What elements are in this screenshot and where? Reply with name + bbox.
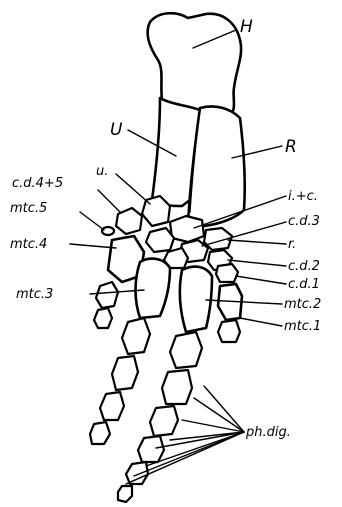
leader-ulnare: [116, 174, 150, 204]
phalanx-digit3-4: [90, 422, 110, 444]
phalanx-digit4-2: [94, 308, 112, 328]
label-cd1: c.d.1: [288, 277, 320, 292]
phalanx-digit2-4: [138, 436, 164, 462]
phalanx-digit4-1: [96, 282, 118, 308]
leader-mtc4: [70, 244, 116, 248]
leader-cd45: [98, 190, 120, 212]
label-cd45: c.d.4+5: [12, 176, 63, 191]
label-humerus: H: [240, 17, 253, 37]
phalanx-digit2-3: [150, 406, 178, 436]
phalanx-digit3-3: [100, 392, 124, 420]
radius-bone: [188, 106, 245, 226]
intermedium-centrale-bone: [170, 216, 204, 242]
label-cd3: c.d.3: [288, 214, 320, 229]
label-radius: R: [285, 137, 297, 157]
label-mtc1: mtc.1: [284, 319, 321, 334]
phalanx-digit2-2: [162, 370, 192, 404]
phalanx-digit3-2: [112, 356, 138, 390]
label-r: r.: [288, 237, 296, 252]
phalanx-digit2-1: [170, 332, 202, 368]
label-ic: i.+c.: [288, 189, 318, 204]
label-mtc4: mtc.4: [10, 237, 47, 252]
label-phdig: ph.dig.: [245, 425, 291, 440]
leader-cd2: [228, 260, 286, 266]
label-mtc3: mtc.3: [16, 287, 53, 302]
label-ulnare: u.: [96, 164, 108, 179]
carpal-central-bone: [146, 228, 174, 252]
leader-mtc1: [240, 318, 282, 326]
phalanx-digit2-5: [126, 462, 148, 484]
label-mtc2: mtc.2: [284, 297, 321, 312]
phalanx-digit1-1: [218, 320, 240, 342]
leader-r: [228, 240, 286, 244]
label-ulna: U: [110, 120, 123, 140]
label-cd2: c.d.2: [288, 259, 320, 274]
phalanx-digit2-6: [118, 486, 132, 502]
metacarpal-2-bone: [180, 267, 212, 332]
metacarpal-5-bone: [102, 227, 114, 235]
leader-cd1: [236, 276, 286, 284]
label-mtc5: mtc.5: [10, 201, 47, 216]
phalanx-digit3-1: [122, 318, 150, 354]
metacarpal-3-bone: [136, 259, 171, 318]
leader-mtc5: [80, 212, 104, 230]
carpal-distal-1-bone: [216, 264, 238, 282]
